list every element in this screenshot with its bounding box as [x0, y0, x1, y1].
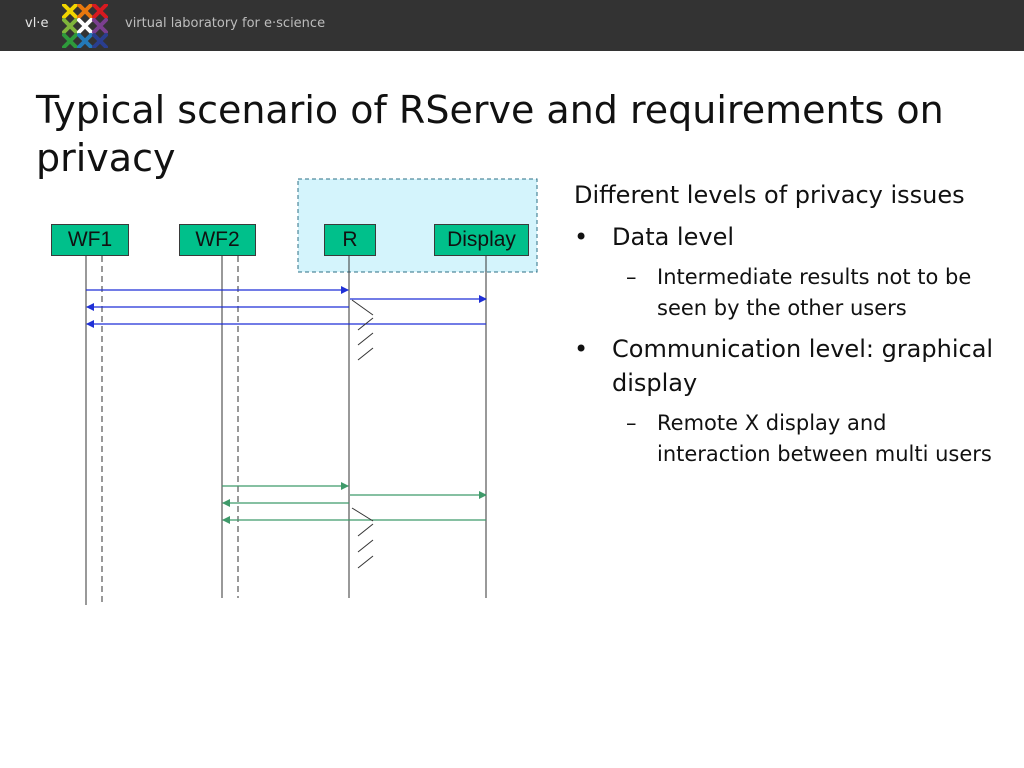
- slide-title: Typical scenario of RServe and requireme…: [36, 88, 944, 180]
- logo-cross: [77, 18, 93, 34]
- logo-cross: [77, 4, 93, 19]
- header-bar: vl·e virtual laboratory for e·science: [0, 0, 1024, 51]
- logo-cross: [92, 18, 108, 34]
- sequence-diagram: [85, 178, 538, 605]
- dash-icon: –: [626, 411, 637, 435]
- brand-abbreviation: vl·e: [25, 16, 49, 31]
- vle-logo-icon: [62, 4, 108, 48]
- bullet-dot-icon: •: [574, 335, 589, 363]
- bullet-dot-icon: •: [574, 223, 589, 251]
- r-processing-hatch-1: [351, 299, 374, 361]
- bullet-communication-level: • Communication level: graphical display: [574, 332, 1004, 400]
- node-r: R: [324, 224, 376, 256]
- logo-cross: [77, 33, 93, 48]
- bullet-label: Communication level: graphical display: [612, 335, 994, 397]
- sub-bullet-label: Intermediate results not to be seen by t…: [657, 265, 972, 320]
- node-wf1: WF1: [51, 224, 129, 256]
- sub-bullet-label: Remote X display and interaction between…: [657, 411, 992, 466]
- sub-bullet-remote-x-display: – Remote X display and interaction betwe…: [574, 408, 1004, 470]
- bullet-label: Data level: [612, 223, 735, 251]
- logo-cross: [92, 4, 108, 19]
- logo-cross: [62, 33, 78, 48]
- node-wf2: WF2: [179, 224, 256, 256]
- logo-cross: [62, 4, 78, 19]
- sub-bullet-intermediate-results: – Intermediate results not to be seen by…: [574, 262, 1004, 324]
- bullet-list: Different levels of privacy issues • Dat…: [574, 178, 1004, 470]
- brand-full-name: virtual laboratory for e·science: [125, 16, 326, 31]
- logo-cross: [92, 33, 108, 48]
- dash-icon: –: [626, 265, 637, 289]
- r-processing-hatch-2: [351, 507, 374, 569]
- node-display: Display: [434, 224, 529, 256]
- bullet-data-level: • Data level: [574, 220, 1004, 254]
- lead-text: Different levels of privacy issues: [574, 181, 965, 209]
- logo-cross: [62, 18, 78, 34]
